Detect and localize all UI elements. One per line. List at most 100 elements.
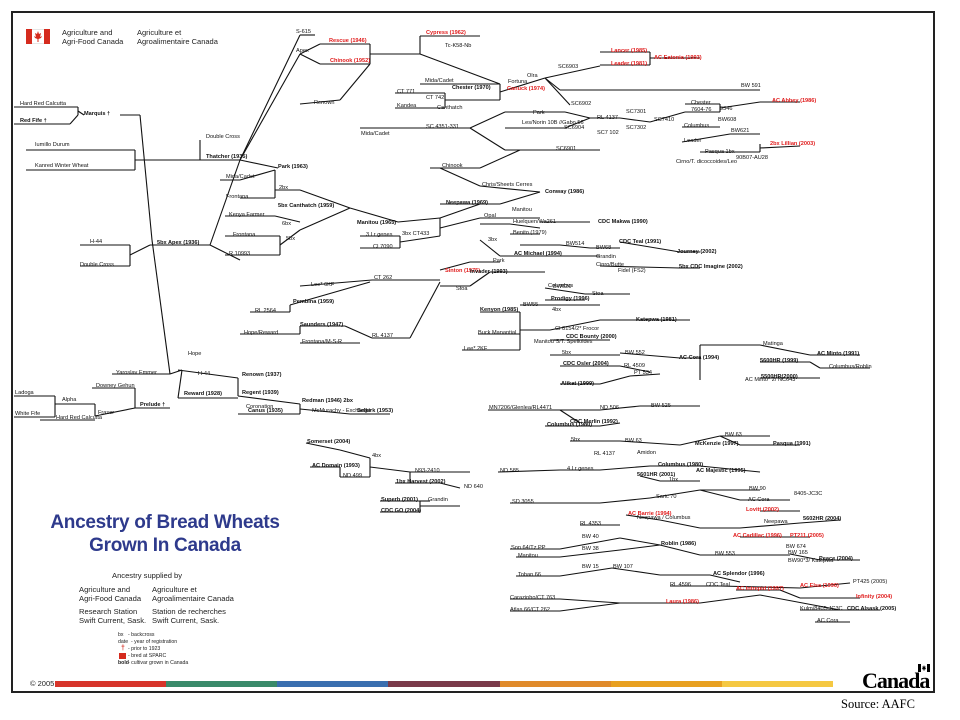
- cultivar-node: White Fife: [15, 411, 41, 417]
- color-bar-segment: [499, 681, 611, 687]
- cultivar-node: Columbus: [548, 283, 574, 289]
- color-bar-segment: [55, 681, 167, 687]
- cultivar-node: Lancer (1985): [611, 48, 648, 54]
- pedigree-connector: [719, 101, 761, 109]
- pedigree-connector: [564, 111, 591, 119]
- cultivar-node: 2bx Lillian (2003): [770, 141, 816, 147]
- pedigree-connector: [699, 489, 741, 501]
- cultivar-node: Grandin: [596, 254, 616, 260]
- cultivar-node: Prodigy (1996): [551, 296, 590, 302]
- cultivar-node: Neepawa (1969): [446, 200, 488, 206]
- cultivar-node: SC 4351-331: [426, 124, 459, 130]
- cultivar-node: H-44: [198, 371, 211, 377]
- pedigree-connector: [299, 207, 351, 231]
- cultivar-node: Canthatch: [437, 105, 463, 111]
- pedigree-connector: [611, 567, 661, 576]
- cultivar-node: Buck Manantial: [478, 330, 517, 336]
- cultivar-node: Fraser: [98, 410, 115, 416]
- pedigree-connector: [559, 598, 621, 604]
- cultivar-node: Roblin (1986): [661, 541, 697, 547]
- pedigree-connector: [439, 167, 481, 187]
- cultivar-node: Pasqua 1bx: [705, 149, 735, 155]
- cultivar-node: Laura (1986): [666, 599, 699, 605]
- pedigree-connector: [239, 53, 301, 161]
- pedigree-connector: [559, 537, 621, 550]
- cultivar-node: Canus (1935): [248, 408, 283, 414]
- cultivar-node: Amidon: [637, 450, 656, 456]
- pedigree-connector: [239, 34, 301, 161]
- color-bar-segment: [388, 681, 500, 687]
- cultivar-node: Chinook (1952): [330, 58, 371, 64]
- cultivar-node: 8405-JC3C: [794, 491, 823, 497]
- cultivar-node: R 10993: [229, 251, 251, 257]
- pedigree-connector: [439, 203, 481, 219]
- cultivar-node: 5bx: [571, 437, 581, 443]
- pedigree-connector: [299, 43, 321, 55]
- pedigree-connector: [299, 53, 321, 65]
- cultivar-node: RL 2564: [255, 308, 276, 314]
- cultivar-node: S-615: [296, 29, 311, 35]
- cultivar-node: Columbus/Roblin: [829, 364, 872, 370]
- pedigree-connector: [279, 229, 301, 246]
- cultivar-node: 5bx: [562, 350, 572, 356]
- cultivar-node: 4bx: [552, 307, 562, 313]
- pedigree-connector: [679, 435, 721, 446]
- cultivar-node: BW 107: [613, 564, 633, 570]
- cultivar-node: ND 499: [343, 473, 362, 479]
- cultivar-node: Tc-K58-Nb: [445, 43, 472, 49]
- cultivar-node: Stoa: [592, 291, 604, 297]
- pedigree-connector: [399, 235, 441, 243]
- cultivar-node: Lee* 2KF: [464, 346, 488, 352]
- cultivar-node: Frontana: [226, 194, 249, 200]
- wordmark-flag-icon: [918, 664, 930, 672]
- cultivar-node: AC Cora: [748, 497, 770, 503]
- cultivar-node: 6bx: [282, 221, 292, 227]
- pedigree-connector: [789, 553, 821, 561]
- cultivar-node: Park: [533, 110, 545, 116]
- cultivar-node: Son 64/Tz PP: [511, 545, 546, 551]
- cultivar-node: H-44: [90, 239, 103, 245]
- pedigree-connector: [299, 408, 351, 415]
- cultivar-node: CT 771: [397, 89, 416, 95]
- cultivar-node: RL 4137: [594, 451, 615, 457]
- cultivar-node: Katepwa (1981): [636, 317, 677, 323]
- pedigree-connector: [619, 241, 681, 253]
- cultivar-node: BW55: [523, 302, 539, 308]
- pedigree-connector: [239, 159, 279, 169]
- cultivar-node: ND 585: [500, 468, 519, 474]
- cultivar-node: CDC Osler (2004): [563, 361, 609, 367]
- cultivar-node: Chester: [691, 100, 711, 106]
- cultivar-node: Ladoga: [15, 390, 34, 396]
- cultivar-node: Stoa: [456, 286, 468, 292]
- cultivar-node: PT 534: [634, 370, 652, 376]
- chart-frame: [11, 11, 935, 693]
- cultivar-node: BW 165: [788, 550, 808, 556]
- legend-key-date: date: [118, 639, 129, 645]
- cultivar-node: Leader: [684, 138, 702, 144]
- cultivar-node: Chinook: [442, 163, 463, 169]
- cultivar-node: Manitou: [518, 553, 538, 559]
- credit-col2-line3: Station de recherches: [152, 607, 226, 616]
- cultivar-node: Kulm/8405-JC3C: [800, 606, 843, 612]
- cultivar-node: BW68: [596, 245, 612, 251]
- cultivar-node: BW620: [553, 284, 572, 290]
- title-line2: Grown In Canada: [89, 535, 241, 556]
- maple-leaf-flag-icon: [26, 29, 50, 44]
- cultivar-node: AC Cora: [817, 618, 839, 624]
- cultivar-node: Kenya Farmer: [229, 212, 265, 218]
- cultivar-node: Saric 70: [656, 494, 677, 500]
- cultivar-node: BW514: [566, 241, 585, 247]
- cultivar-node: Columbus (1980): [547, 422, 593, 428]
- agency-fr-line1: Agriculture et: [137, 28, 182, 37]
- cultivar-node: BW 525: [651, 403, 671, 409]
- cultivar-node: 7604-76: [691, 107, 712, 113]
- cultivar-node: Lee* 6KF: [311, 282, 335, 288]
- cultivar-node: 1bx Harvest (2002): [396, 479, 446, 485]
- cultivar-node: AC Intrepid (1997): [736, 586, 784, 592]
- cultivar-node: Manitou (1965): [357, 220, 397, 226]
- cultivar-node: Renown: [314, 100, 335, 106]
- cultivar-node: PT211 (2005): [790, 533, 824, 539]
- cultivar-node: Red Fife †: [20, 118, 47, 124]
- legend-text-date: - year of registration: [131, 639, 178, 645]
- pedigree-connector: [559, 549, 621, 558]
